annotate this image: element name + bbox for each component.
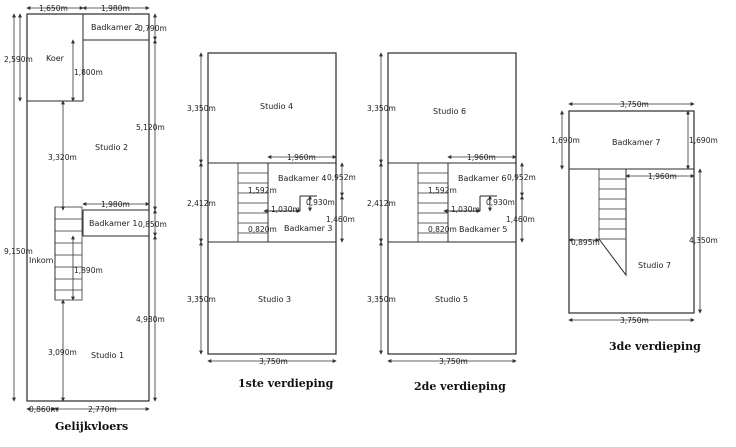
first-outline <box>207 52 337 355</box>
dim-text: 1,030m <box>451 205 480 214</box>
room-badkamer-2: Badkamer 2 <box>91 23 140 32</box>
ground-floor-plan: Koer Badkamer 2 Studio 2 Badkamer 1 Inko… <box>4 4 167 433</box>
ground-stairs <box>54 206 83 301</box>
dim-text: 2,590m <box>4 55 33 64</box>
dim-text: 3,350m <box>187 104 216 113</box>
dim-text: 1,592m <box>428 186 457 195</box>
dim-text: 1,890m <box>74 266 103 275</box>
room-studio-2: Studio 2 <box>95 143 128 152</box>
dim-text: 1,800m <box>74 68 103 77</box>
dim-text: 1,960m <box>467 153 496 162</box>
dim-text: 2,412m <box>187 199 216 208</box>
room-koer: Koer <box>46 54 65 63</box>
dim-text: 0,860m <box>29 405 58 414</box>
dim-text: 3,750m <box>620 100 649 109</box>
dim-text: 3,750m <box>439 357 468 366</box>
room-studio-1: Studio 1 <box>91 351 124 360</box>
second-stairs <box>417 162 449 243</box>
dim-text: 5,120m <box>136 123 165 132</box>
dim-text: 0,930m <box>306 198 335 207</box>
dim-text: 9,150m <box>4 247 33 256</box>
room-badkamer-7: Badkamer 7 <box>612 138 661 147</box>
dim-text: 0,790m <box>138 24 167 33</box>
room-studio-3: Studio 3 <box>258 295 291 304</box>
dim-text: 0,952m <box>507 173 536 182</box>
third-outline <box>568 110 695 314</box>
dim-text: 1,650m <box>39 4 68 13</box>
room-studio-6: Studio 6 <box>433 107 466 116</box>
room-badkamer-6: Badkamer 6 <box>458 174 507 183</box>
room-studio-5: Studio 5 <box>435 295 468 304</box>
dim-text: 0,820m <box>248 225 277 234</box>
third-stairs <box>598 168 627 240</box>
dim-text: 0,895m <box>571 238 600 247</box>
dim-text: 4,980m <box>136 315 165 324</box>
dim-text: 3,350m <box>367 104 396 113</box>
room-badkamer-4: Badkamer 4 <box>278 174 327 183</box>
room-studio-4: Studio 4 <box>260 102 293 111</box>
dim-text: 3,320m <box>48 153 77 162</box>
room-badkamer-1: Badkamer 1 <box>89 219 138 228</box>
second-floor-plan: Studio 6 Badkamer 6 Badkamer 5 Studio 5 … <box>367 52 536 393</box>
dim-text: 3,090m <box>48 348 77 357</box>
dim-text: 0,820m <box>428 225 457 234</box>
second-floor-title: 2de verdieping <box>414 380 506 393</box>
second-outline <box>387 52 517 355</box>
dim-text: 1,690m <box>551 136 580 145</box>
room-badkamer-3: Badkamer 3 <box>284 224 333 233</box>
dim-text: 1,980m <box>101 4 130 13</box>
dim-text: 1,960m <box>287 153 316 162</box>
dim-text: 1,030m <box>271 205 300 214</box>
dim-text: 1,980m <box>101 200 130 209</box>
dim-text: 3,750m <box>620 316 649 325</box>
dim-text: 2,412m <box>367 199 396 208</box>
first-floor-plan: Studio 4 Badkamer 4 Badkamer 3 Studio 3 … <box>187 52 356 390</box>
dim-text: 3,350m <box>367 295 396 304</box>
first-floor-title: 1ste verdieping <box>238 377 334 390</box>
dim-text: 0,850m <box>138 220 167 229</box>
dim-text: 4,350m <box>689 236 718 245</box>
dim-text: 1,592m <box>248 186 277 195</box>
room-studio-7: Studio 7 <box>638 261 671 270</box>
dim-text: 1,460m <box>326 215 355 224</box>
dim-text: 3,350m <box>187 295 216 304</box>
dim-text: 1,960m <box>648 172 677 181</box>
room-inkom: Inkom <box>29 256 54 265</box>
dim-text: 0,930m <box>486 198 515 207</box>
dim-text: 2,770m <box>88 405 117 414</box>
room-badkamer-5: Badkamer 5 <box>459 225 508 234</box>
ground-floor-title: Gelijkvloers <box>55 420 128 433</box>
dim-text: 3,750m <box>259 357 288 366</box>
dim-text: 1,690m <box>689 136 718 145</box>
dim-text: 0,952m <box>327 173 356 182</box>
third-floor-title: 3de verdieping <box>609 340 701 353</box>
first-stairs <box>237 162 269 243</box>
dim-text: 1,460m <box>506 215 535 224</box>
ground-outline <box>26 13 150 402</box>
third-floor-plan: Badkamer 7 Studio 7 3,750m 1,690m 1,690m… <box>551 100 718 353</box>
